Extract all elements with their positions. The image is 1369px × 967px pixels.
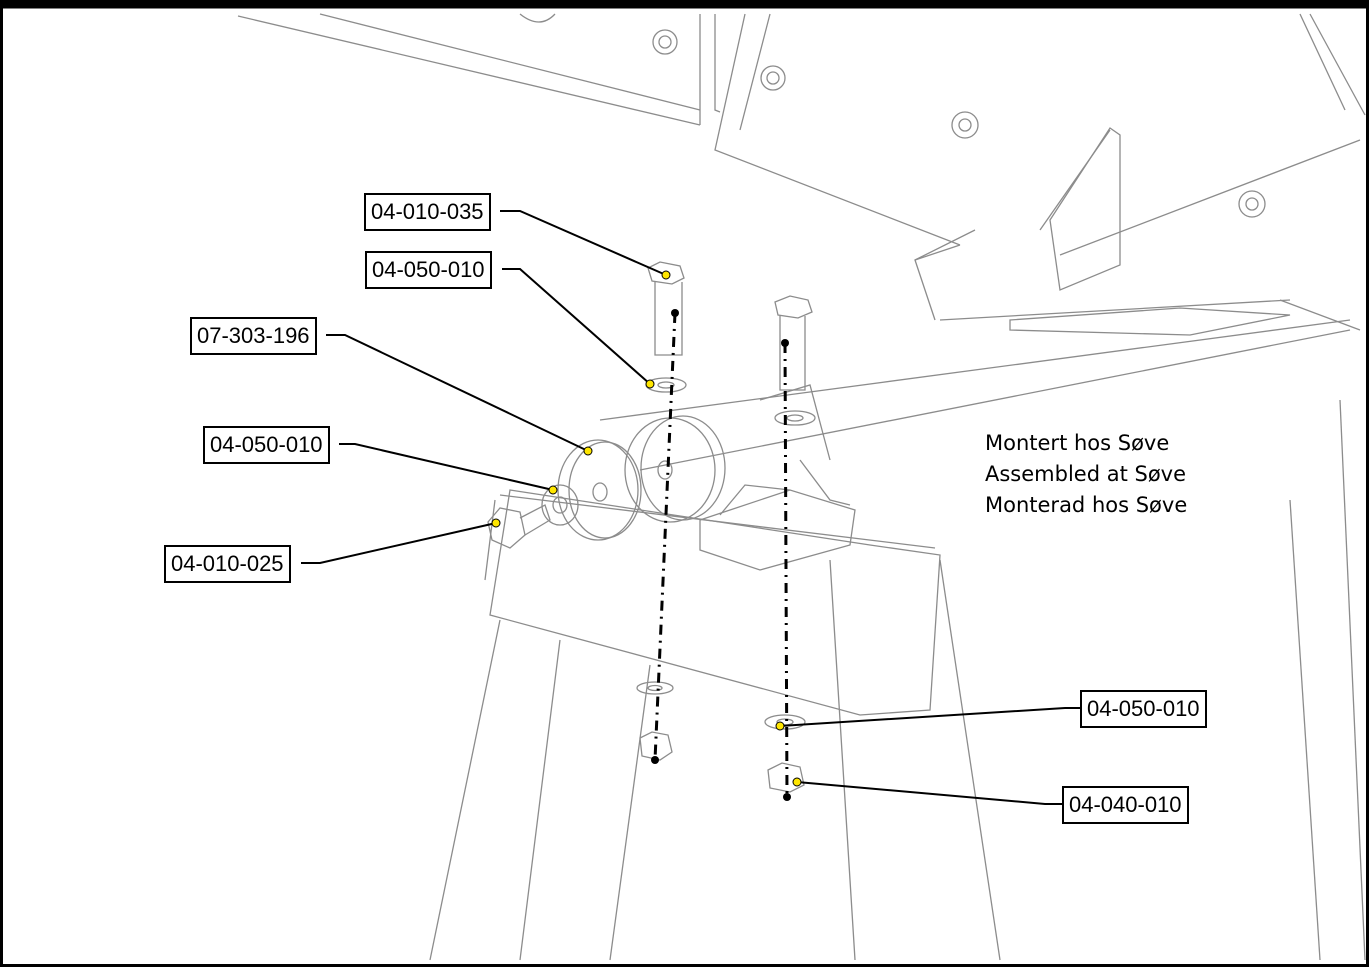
note-line-norwegian: Montert hos Søve bbox=[985, 431, 1170, 455]
assembly-note: Montert hos Søve Assembled at Søve Monte… bbox=[985, 428, 1187, 521]
callout-04-050-010-lower: 04-050-010 bbox=[1080, 690, 1207, 728]
callout-04-050-010-upper: 04-050-010 bbox=[365, 251, 492, 289]
note-line-swedish: Monterad hos Søve bbox=[985, 493, 1188, 517]
callout-04-010-035: 04-010-035 bbox=[364, 193, 491, 231]
marker-dots bbox=[491, 270, 802, 787]
leader-lines bbox=[301, 210, 1082, 805]
callout-04-050-010-mid: 04-050-010 bbox=[203, 426, 330, 464]
callout-04-040-010: 04-040-010 bbox=[1062, 786, 1189, 824]
center-lines bbox=[653, 312, 789, 798]
machine-outline bbox=[237, 13, 1366, 961]
note-line-english: Assembled at Søve bbox=[985, 462, 1187, 486]
callout-04-010-025: 04-010-025 bbox=[164, 545, 291, 583]
callout-07-303-196: 07-303-196 bbox=[190, 317, 317, 355]
